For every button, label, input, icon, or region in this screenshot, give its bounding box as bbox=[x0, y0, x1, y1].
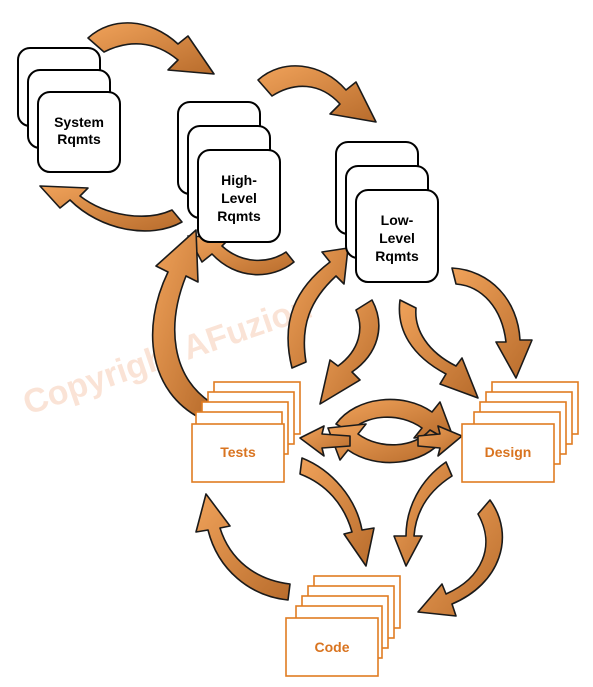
arrow-center-to-code-left bbox=[299, 457, 375, 567]
arrow-system-to-highlevel bbox=[87, 22, 215, 75]
design-label: Design bbox=[485, 444, 532, 460]
requirement-stack-system[interactable]: System Rqmts bbox=[17, 47, 121, 173]
system-rqmts-line-2: Rqmts bbox=[57, 131, 101, 147]
lowlevel-rqmts-line-1: Low- bbox=[381, 212, 414, 228]
artifact-stack-code[interactable]: Code bbox=[285, 575, 401, 677]
arrow-lowlevel-to-design-outer bbox=[451, 267, 533, 379]
arrow-tests-to-center bbox=[299, 425, 351, 457]
artifact-stack-tests[interactable]: Tests bbox=[191, 381, 301, 483]
requirement-stack-high-level[interactable]: High- Level Rqmts bbox=[177, 101, 281, 243]
arrow-tests-to-lowlevel bbox=[287, 247, 349, 369]
arrow-highlevel-to-lowlevel bbox=[257, 65, 377, 123]
arrow-code-to-tests bbox=[195, 493, 291, 601]
arrow-design-to-code bbox=[417, 499, 504, 617]
flow-arrows bbox=[39, 22, 533, 617]
arrow-center-to-code-right bbox=[393, 461, 453, 567]
arrow-highlevel-to-system bbox=[39, 185, 183, 232]
lowlevel-rqmts-line-2: Level bbox=[379, 230, 415, 246]
arrow-center-swirl-bottom bbox=[327, 423, 445, 464]
arrow-lowlevel-to-tests bbox=[319, 299, 380, 405]
artifact-stack-design[interactable]: Design bbox=[461, 381, 579, 483]
arrow-lowlevel-to-design bbox=[398, 299, 479, 399]
tests-label: Tests bbox=[220, 444, 256, 460]
system-rqmts-line-1: System bbox=[54, 114, 104, 130]
lowlevel-rqmts-line-3: Rqmts bbox=[375, 248, 419, 264]
code-label: Code bbox=[315, 639, 350, 655]
requirement-stack-low-level[interactable]: Low- Level Rqmts bbox=[335, 141, 439, 283]
arrow-lowlevel-to-highlevel bbox=[187, 235, 295, 276]
arrow-design-to-center bbox=[417, 425, 463, 457]
highlevel-rqmts-line-2: Level bbox=[221, 190, 257, 206]
highlevel-rqmts-line-1: High- bbox=[221, 172, 257, 188]
arrow-tests-to-highlevel bbox=[151, 229, 211, 419]
highlevel-rqmts-line-3: Rqmts bbox=[217, 208, 261, 224]
